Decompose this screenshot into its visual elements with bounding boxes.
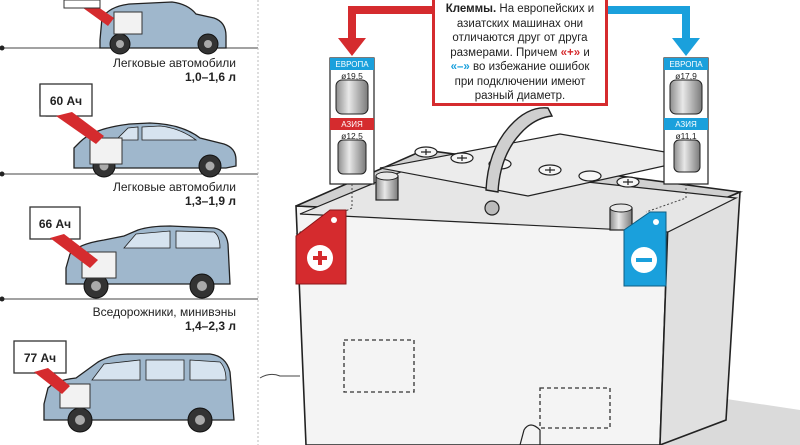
engine-volume: 1,3–1,9 л — [185, 194, 236, 208]
asia-diameter: ø12,5 — [341, 131, 363, 141]
red-arrow — [34, 368, 70, 394]
car-2 — [39, 83, 237, 178]
europe-diameter: ø17,9 — [675, 71, 697, 81]
asia-label: АЗИЯ — [341, 120, 363, 129]
battery — [295, 107, 744, 445]
car-3 — [29, 206, 231, 299]
callout-text: и — [583, 46, 590, 59]
blue-arrow-head — [672, 38, 700, 56]
plus-tag — [295, 209, 347, 285]
red-arrow — [56, 112, 104, 144]
battery-icon — [113, 11, 143, 35]
car-label-3: Вседорожники, минивэны 1,4–2,3 л — [36, 305, 236, 333]
europe-terminal-icon — [669, 79, 703, 115]
asia-label: АЗИЯ — [675, 120, 697, 129]
engine-volume: 1,4–2,3 л — [185, 319, 236, 333]
callout-text: во избежание ошибок при подключении имею… — [454, 61, 590, 102]
engine-volume: 1,0–1,6 л — [185, 70, 236, 84]
callout-text: На европейских и азиатских машинах они о… — [450, 3, 595, 59]
terminals-callout: Клеммы. На европейских и азиатских машин… — [432, 0, 608, 106]
blue-connector — [608, 6, 690, 44]
red-arrow — [50, 234, 98, 268]
capacity-label: 77 Ач — [24, 351, 56, 365]
label-area — [343, 339, 415, 393]
label-area — [539, 387, 611, 429]
asia-diameter: ø11,1 — [675, 131, 696, 141]
minus-sign-text: «–» — [450, 61, 470, 73]
europe-label: ЕВРОПА — [335, 60, 369, 69]
car-label-2: Легковые автомобили 1,3–1,9 л — [36, 180, 236, 208]
europe-diameter: ø19,5 — [341, 71, 363, 81]
asia-terminal-icon — [337, 139, 367, 175]
timeline-dot — [0, 296, 5, 302]
capacity-label: 66 Ач — [39, 217, 71, 231]
car-4 — [13, 340, 235, 433]
timeline-dot — [0, 45, 5, 51]
red-arrow-head — [338, 38, 366, 56]
capacity-box — [29, 206, 81, 240]
callout-title: Клеммы. — [445, 3, 497, 15]
red-connector — [348, 6, 432, 44]
car-1 — [63, 0, 227, 55]
europe-terminal-icon — [335, 79, 369, 115]
leader-line — [259, 373, 300, 379]
timeline-dot — [0, 171, 5, 177]
plus-sign-text: «+» — [560, 46, 581, 59]
car-type: Легковые автомобили — [112, 56, 236, 70]
positive-terminal-info — [295, 57, 375, 235]
asia-terminal-icon — [673, 139, 701, 173]
capacity-label: 60 Ач — [50, 94, 82, 108]
car-type: Вседорожники, минивэны — [92, 305, 236, 319]
car-type: Легковые автомобили — [112, 180, 236, 194]
europe-label: ЕВРОПА — [669, 60, 703, 69]
negative-terminal-info — [645, 57, 709, 213]
minus-tag — [623, 211, 667, 287]
car-label-1: Легковые автомобили 1,0–1,6 л — [36, 56, 236, 84]
battery-handle — [485, 107, 554, 193]
